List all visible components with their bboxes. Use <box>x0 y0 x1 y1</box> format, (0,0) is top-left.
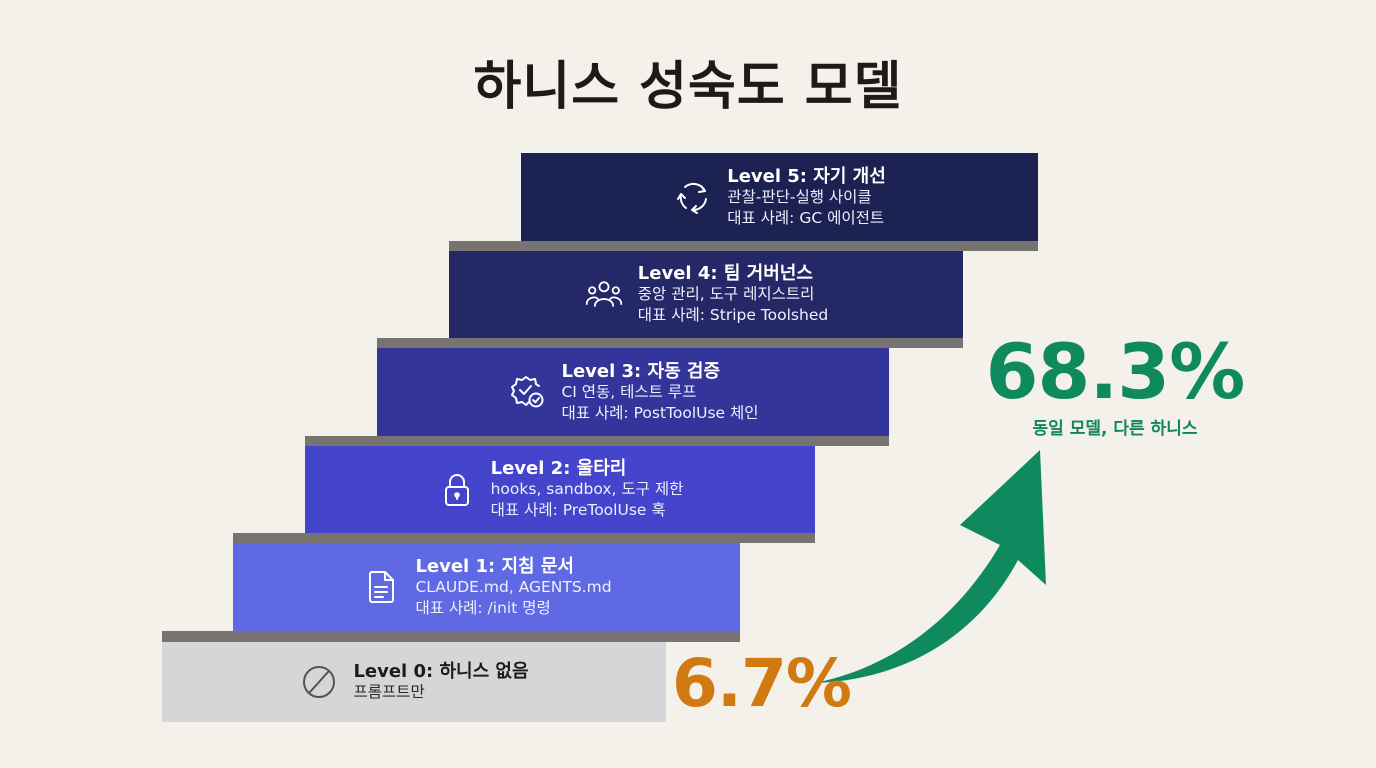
level-description: CLAUDE.md, AGENTS.md <box>415 577 612 596</box>
level-example: 대표 사례: /init 명령 <box>415 598 551 617</box>
prohibited-icon <box>299 662 339 702</box>
level-title: Level 4: 팀 거버넌스 <box>637 263 813 284</box>
step-level-4: Level 4: 팀 거버넌스 중앙 관리, 도구 레지스트리 대표 사례: S… <box>449 251 963 338</box>
document-icon <box>361 567 401 607</box>
result-percentage: 68.3% <box>985 327 1246 416</box>
step-ledge <box>449 241 1038 251</box>
step-level-5: Level 5: 자기 개선 관찰-판단-실행 사이클 대표 사례: GC 에이… <box>521 153 1038 241</box>
result-caption: 동일 모델, 다른 하니스 <box>1032 419 1198 439</box>
step-ledge <box>377 338 963 348</box>
level-description: 프롬프트만 <box>353 683 425 701</box>
step-level-0: Level 0: 하니스 없음 프롬프트만 <box>162 642 666 722</box>
step-level-1: Level 1: 지침 문서 CLAUDE.md, AGENTS.md 대표 사… <box>233 543 740 631</box>
cycle-icon <box>673 177 713 217</box>
step-level-2: Level 2: 울타리 hooks, sandbox, 도구 제한 대표 사례… <box>305 446 815 533</box>
level-example: 대표 사례: PostToolUse 체인 <box>561 403 759 422</box>
level-example: 대표 사례: Stripe Toolshed <box>637 306 829 324</box>
page-title: 하니스 성숙도 모델 <box>473 57 903 117</box>
level-description: hooks, sandbox, 도구 제한 <box>490 480 684 498</box>
team-icon <box>584 275 624 315</box>
level-description: 관찰-판단-실행 사이클 <box>727 187 872 206</box>
level-title: Level 2: 울타리 <box>490 458 627 479</box>
step-level-3: Level 3: 자동 검증 CI 연동, 테스트 루프 대표 사례: Post… <box>377 348 889 436</box>
level-title: Level 5: 자기 개선 <box>727 165 886 187</box>
lock-icon <box>437 470 477 510</box>
level-title: Level 0: 하니스 없음 <box>353 661 529 682</box>
level-title: Level 1: 지침 문서 <box>415 555 574 577</box>
level-example: 대표 사례: GC 에이전트 <box>727 208 885 227</box>
step-ledge <box>305 436 889 446</box>
level-title: Level 3: 자동 검증 <box>561 360 721 382</box>
step-ledge <box>162 631 740 642</box>
baseline-percentage: 6.7% <box>672 645 852 722</box>
level-description: 중앙 관리, 도구 레지스트리 <box>637 285 815 303</box>
step-ledge <box>233 533 815 543</box>
level-description: CI 연동, 테스트 루프 <box>561 382 697 401</box>
level-example: 대표 사례: PreToolUse 훅 <box>490 501 666 519</box>
gear-check-icon <box>507 372 547 412</box>
